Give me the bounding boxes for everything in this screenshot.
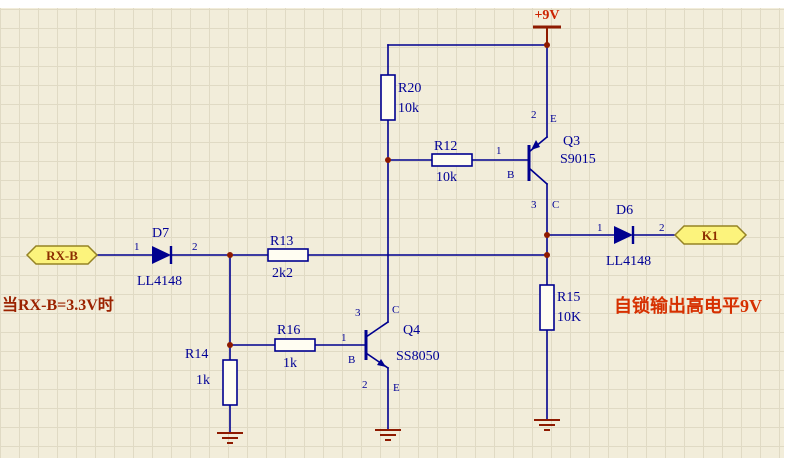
transistor-Q4: Q4 SS8050 3 C 1 B 2 E (341, 304, 440, 394)
pin-number-anode: 1 (134, 241, 140, 253)
pin-number-collector: 3 (531, 199, 537, 211)
diode-D7: D7 LL4148 1 2 (134, 226, 198, 289)
junction-dot (385, 157, 391, 163)
port-shape (673, 225, 748, 245)
resistor-R20: R20 10k (380, 74, 421, 121)
junction-dot (227, 342, 233, 348)
designator: R14 (185, 347, 208, 362)
designator: D6 (616, 203, 633, 218)
value: LL4148 (137, 274, 182, 289)
value: 10k (398, 101, 419, 116)
pin-letter-collector: C (392, 304, 399, 316)
crop-margin-top (0, 0, 800, 8)
pin-number-anode: 1 (597, 222, 603, 234)
value: LL4148 (606, 254, 651, 269)
resistor-R15: R15 10K (539, 284, 581, 331)
pin-letter-base: B (348, 354, 355, 366)
pin-number-base: 1 (496, 145, 502, 157)
designator: D7 (152, 226, 169, 241)
resistor-body (267, 248, 309, 262)
junction-dot (544, 232, 550, 238)
value: SS8050 (396, 349, 440, 364)
pin-number-cathode: 2 (659, 222, 665, 234)
power-port-9v: +9V (533, 8, 561, 46)
designator: R20 (398, 81, 421, 96)
designator: R13 (270, 234, 293, 249)
resistor-body (222, 359, 238, 406)
designator: Q3 (563, 134, 580, 149)
pin-letter-emitter: E (393, 382, 400, 394)
value: 1k (196, 373, 210, 388)
resistor-body (539, 284, 555, 331)
pin-letter-collector: C (552, 199, 559, 211)
power-label: +9V (534, 8, 559, 23)
value: 10K (557, 310, 581, 325)
transistor-collector-segment (364, 320, 390, 339)
transistor-Q3: Q3 S9015 2 E 1 B 3 C (496, 109, 596, 211)
annotation-condition: 当RX-B=3.3V时 (2, 295, 114, 314)
transistor-collector-segment (527, 166, 549, 186)
diode-triangle-icon (152, 246, 171, 264)
port-shape (25, 245, 99, 265)
junctions (227, 42, 550, 348)
pin-number-emitter: 2 (531, 109, 537, 121)
junction-dot (227, 252, 233, 258)
resistor-R14: R14 1k (185, 347, 238, 406)
crop-margin-right (784, 0, 800, 458)
value: 1k (283, 356, 297, 371)
port-label: K1 (702, 228, 719, 243)
resistor-body (274, 338, 316, 352)
pin-letter-emitter: E (550, 113, 557, 125)
diode-D6: D6 LL4148 1 2 (597, 203, 665, 269)
port-label: RX-B (46, 248, 78, 263)
transistor-arrow-icon (377, 359, 386, 367)
ground-symbol-r15 (534, 419, 560, 431)
value: S9015 (560, 152, 596, 167)
diode-triangle-icon (614, 226, 633, 244)
value: 2k2 (272, 266, 293, 281)
designator: R16 (277, 323, 300, 338)
pin-number-base: 1 (341, 332, 347, 344)
resistor-body (380, 74, 396, 121)
pin-number-collector: 3 (355, 307, 361, 319)
resistor-R16: R16 1k (274, 323, 316, 371)
port-rxb: RX-B (25, 245, 99, 265)
value: 10k (436, 170, 457, 185)
junction-dot (544, 252, 550, 258)
pin-number-emitter: 2 (362, 379, 368, 391)
annotation-result: 自锁输出高电平9V (614, 295, 762, 316)
wires (96, 44, 677, 434)
pin-letter-base: B (507, 169, 514, 181)
transistor-arrow-icon (531, 140, 540, 150)
designator: Q4 (403, 323, 420, 338)
ground-symbol-q4 (375, 429, 401, 441)
resistor-R13: R13 2k2 (267, 234, 309, 281)
designator: R15 (557, 290, 580, 305)
resistor-R12: R12 10k (431, 139, 473, 185)
resistor-body (431, 153, 473, 167)
ground-symbol-r14 (217, 432, 243, 444)
pin-number-cathode: 2 (192, 241, 198, 253)
port-k1: K1 (673, 225, 748, 245)
designator: R12 (434, 139, 457, 154)
